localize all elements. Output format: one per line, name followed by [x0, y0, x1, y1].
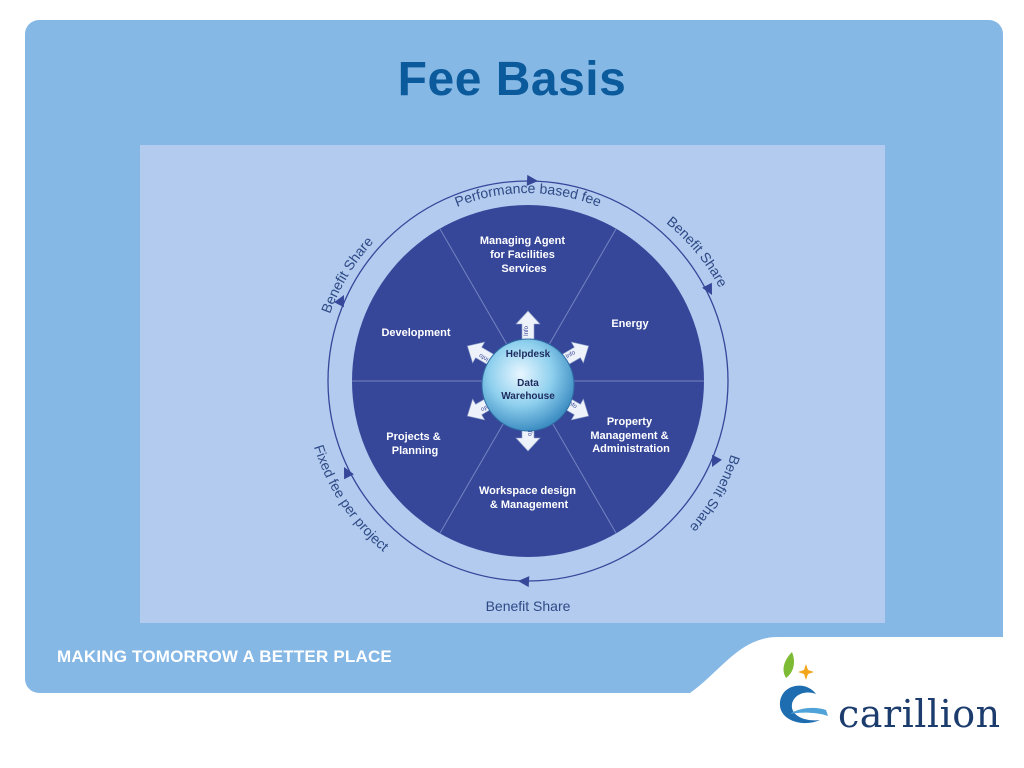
- logo-wordmark: carillion: [838, 692, 1001, 736]
- segment-label-managing-agent: Managing Agent for Facilities Services: [480, 235, 568, 275]
- carillion-logo-icon: [779, 652, 828, 724]
- outer-label-benefit-share-lower-right: Benefit Share: [687, 453, 744, 536]
- outer-label-benefit-share-upper-left: Benefit Share: [318, 233, 376, 315]
- hub-label-data: Data: [517, 378, 539, 389]
- segment-label-energy: Energy: [611, 318, 649, 330]
- slide-title: Fee Basis: [397, 53, 627, 106]
- info-arrow-label-lower-left: Info: [479, 402, 491, 413]
- tagline: MAKING TOMORROW A BETTER PLACE: [57, 647, 392, 666]
- ring-arrow-bottom: [517, 575, 530, 588]
- hub-label-warehouse: Warehouse: [501, 391, 555, 402]
- hub-label-helpdesk: Helpdesk: [506, 349, 551, 360]
- segment-label-property-management: Property Management & Administration: [590, 416, 671, 455]
- info-arrow-label-upper-right: Info: [565, 350, 577, 361]
- segment-label-development: Development: [381, 327, 450, 339]
- segment-label-projects-planning: Projects & Planning: [386, 431, 443, 457]
- segment-label-workspace-design: Workspace design & Management: [479, 485, 579, 511]
- diagram: Managing Agent for Facilities Services E…: [140, 145, 885, 623]
- info-arrow-label-top: Info: [524, 325, 530, 336]
- ring-arrow-lower-left: [339, 464, 354, 480]
- footer-curve: [690, 637, 1003, 768]
- info-arrow-label-lower-right: Info: [566, 400, 578, 411]
- data-warehouse-hub: [481, 338, 575, 432]
- ring-arrow-lower-right: [707, 454, 722, 470]
- outer-label-benefit-share-upper-right: Benefit Share: [664, 213, 731, 290]
- outer-label-benefit-share-bottom: Benefit Share: [486, 598, 571, 614]
- info-arrow-label-upper-left: Info: [478, 351, 490, 362]
